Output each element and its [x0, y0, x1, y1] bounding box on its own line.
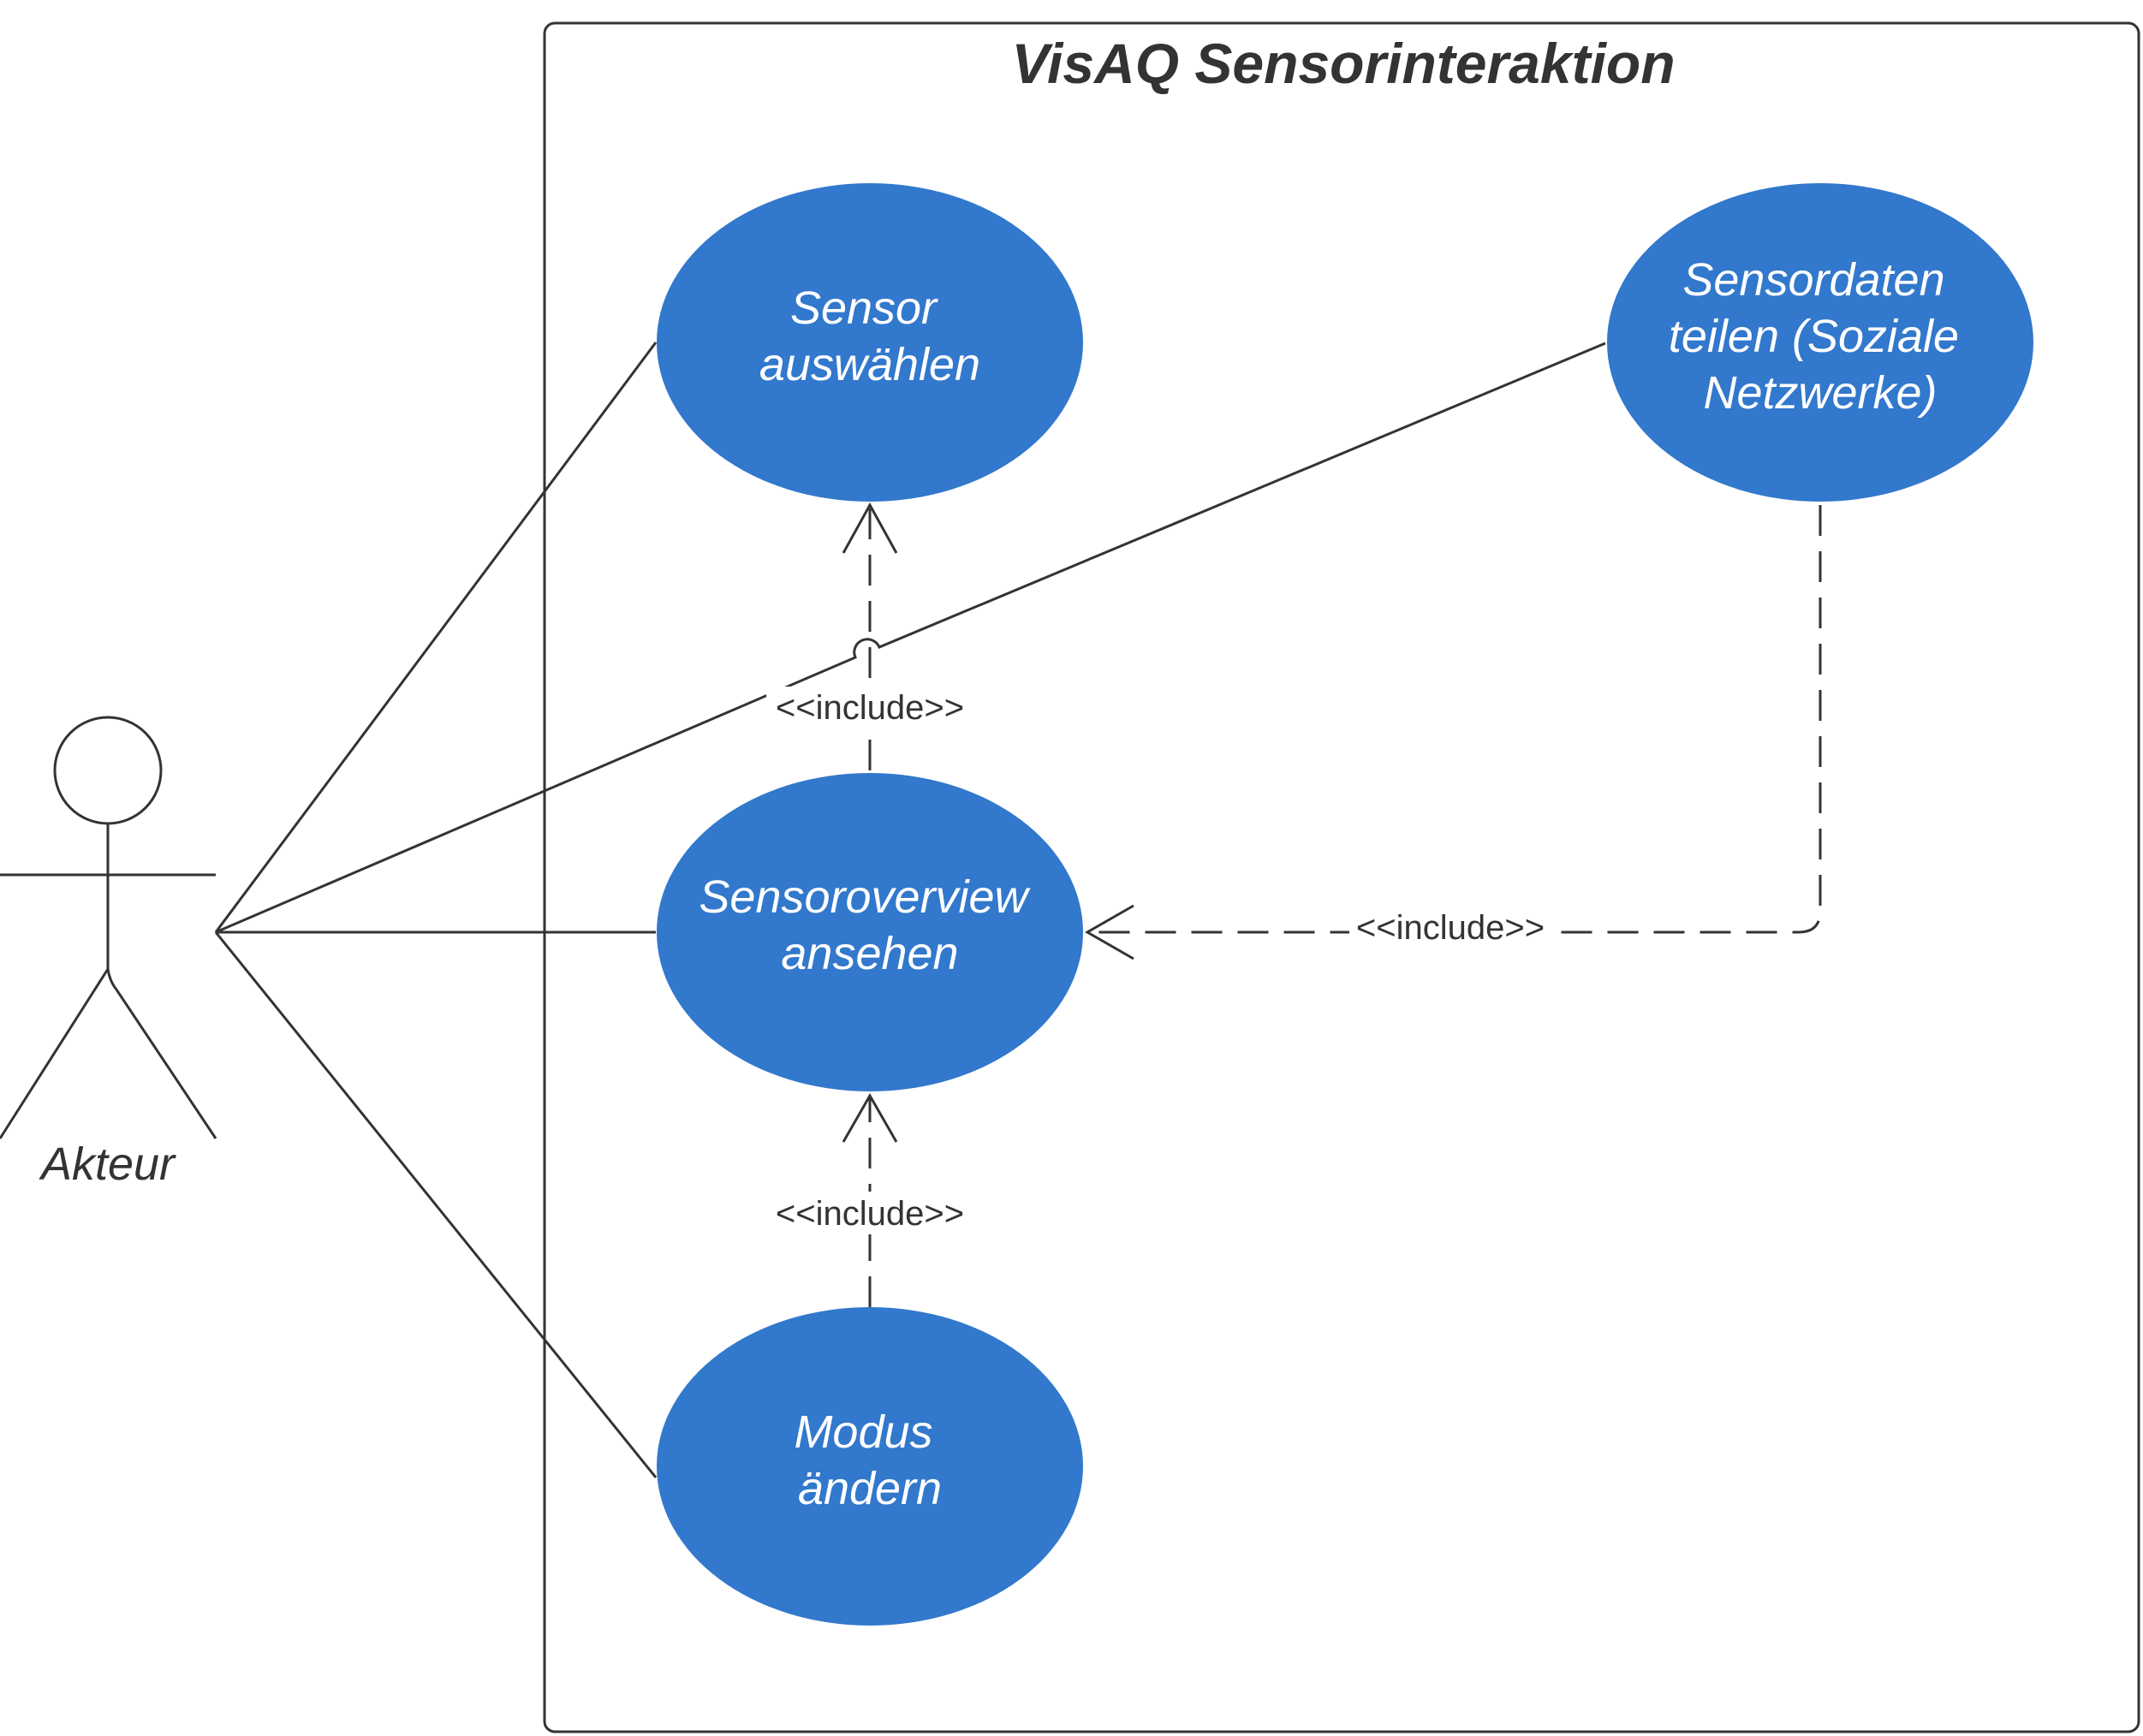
use-case-label-line: Sensor: [790, 282, 938, 334]
actor-label: Akteur: [39, 1139, 176, 1190]
use-case-sensor-auswaehlen[interactable]: Sensor auswählen: [657, 183, 1083, 502]
actor-head: [53, 716, 163, 825]
use-case-label-line: auswählen: [759, 339, 980, 390]
use-case-label-line: teilen (Soziale: [1669, 311, 1959, 362]
use-case-label-line: ansehen: [781, 928, 958, 979]
use-case-sensoroverview-ansehen[interactable]: Sensoroverview ansehen: [657, 773, 1083, 1091]
use-case-label-line: Sensordaten: [1682, 254, 1944, 306]
association-modus-aendern: [214, 931, 658, 1478]
svg-text:Modus ändern: Modus ändern: [794, 1406, 945, 1514]
include-connector-2: [1087, 505, 1822, 934]
use-case-sensordaten-teilen[interactable]: Sensordaten teilen (Soziale Netzwerke): [1607, 183, 2033, 502]
svg-text:Sensoroverview ansehen: Sensoroverview ansehen: [699, 871, 1040, 979]
use-case-label-line: ändern: [798, 1463, 942, 1514]
actor-left-leg: [0, 968, 110, 1139]
actor-akteur[interactable]: Akteur: [0, 716, 217, 1190]
include-arrowhead-2: [1084, 904, 1134, 960]
svg-text:Sensordaten teilen (Sozi: Sensordaten teilen (Soziale Netzwerke): [1669, 254, 1972, 419]
include-label-1: <<include>>: [776, 689, 964, 727]
include-label-3: <<include>>: [776, 1195, 964, 1233]
svg-text:Sensor auswählen: Sensor auswählen: [759, 282, 980, 390]
use-case-label-line: Netzwerke): [1703, 367, 1937, 419]
association-sensor-auswaehlen: [214, 342, 658, 933]
use-case-modus-aendern[interactable]: Modus ändern: [657, 1307, 1083, 1626]
association-sensordaten-teilen: [215, 342, 1606, 934]
use-case-label-line: Modus: [794, 1406, 932, 1458]
use-case-label-line: Sensoroverview: [699, 871, 1030, 923]
include-arrowhead-3: [842, 1092, 898, 1143]
include-label-2: <<include>>: [1356, 909, 1545, 947]
system-title: VisAQ Sensorinteraktion: [1011, 32, 1675, 95]
actor-right-leg: [106, 968, 217, 1139]
include-arrowhead-1: [842, 502, 898, 554]
